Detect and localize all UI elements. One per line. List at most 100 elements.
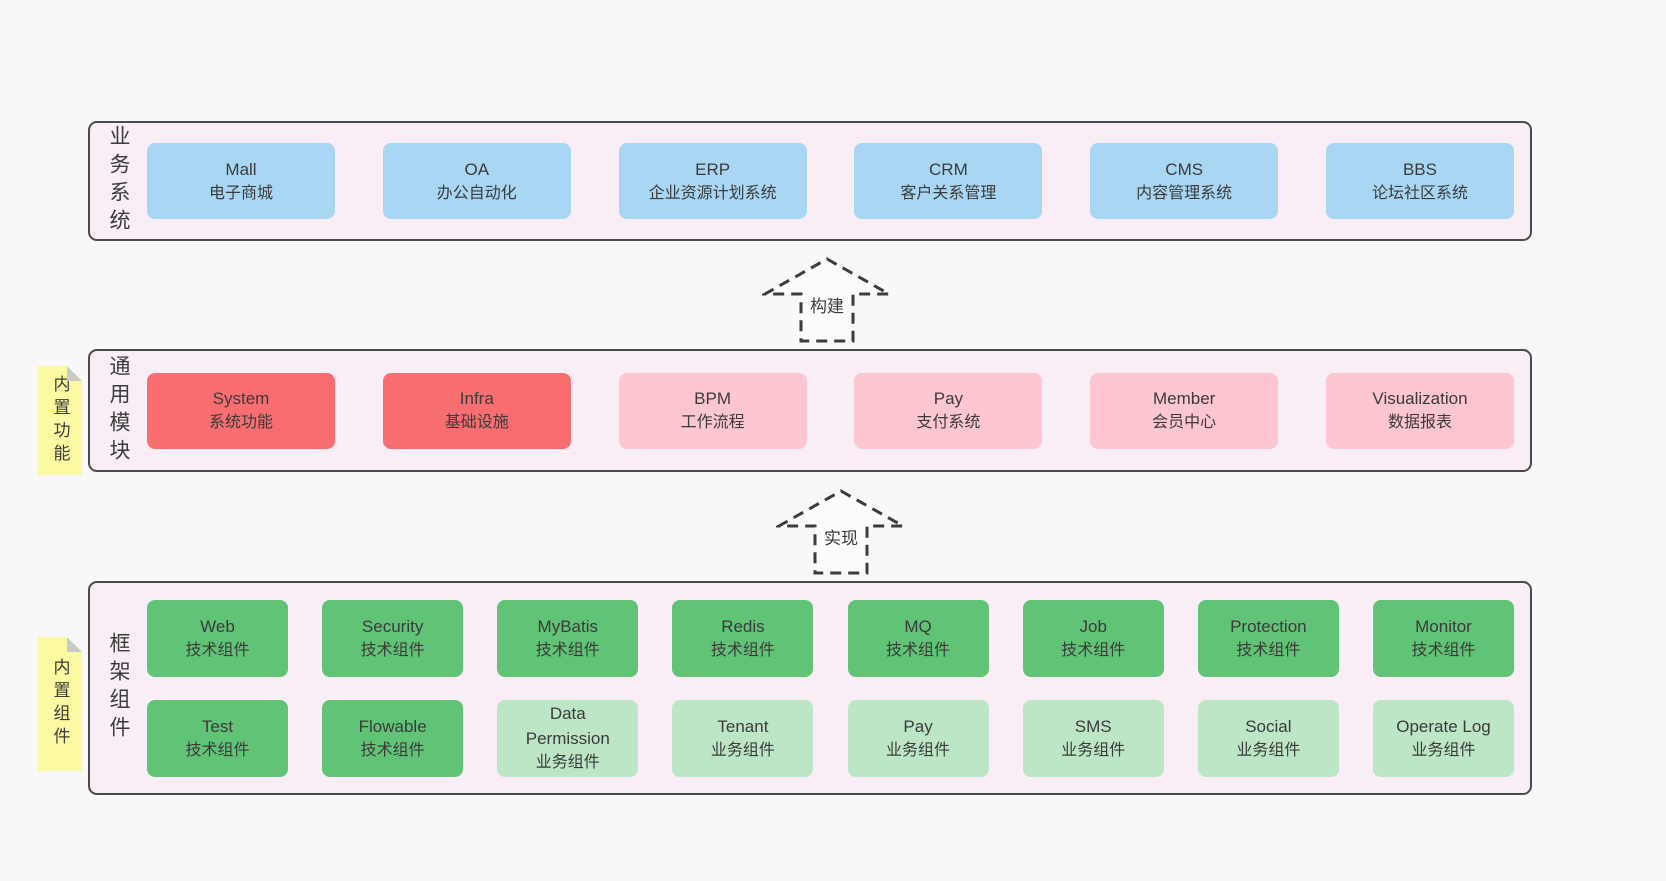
component-box: BBS 论坛社区系统 (1325, 143, 1514, 219)
component-box: CRM 客户关系管理 (854, 143, 1043, 219)
component-box: Monitor 技术组件 (1372, 599, 1514, 677)
component-subtitle: 客户关系管理 (900, 184, 997, 202)
component-subtitle: 技术组件 (886, 641, 951, 659)
component-box: MyBatis 技术组件 (497, 599, 639, 677)
component-name: OA (464, 159, 490, 179)
layer-label-text: 通用模块 (107, 354, 130, 467)
component-name: CMS (1165, 159, 1204, 179)
component-subtitle: 数据报表 (1387, 414, 1452, 431)
component-name: SMS (1074, 716, 1112, 736)
component-name: MyBatis (537, 616, 599, 636)
framework-components-content: Web 技术组件 Security 技术组件 MyBatis 技术组件 Redi… (147, 583, 1530, 793)
component-box: SMS 业务组件 (1022, 699, 1164, 777)
component-subtitle: 业务组件 (1411, 741, 1476, 759)
component-name: Security (361, 616, 424, 636)
layer-label-business-systems: 业务系统 (90, 123, 147, 239)
component-box: Web 技术组件 (147, 599, 288, 677)
component-subtitle: 技术组件 (185, 741, 250, 759)
component-name: Protection (1230, 616, 1307, 636)
component-box: Infra 基础设施 (382, 372, 571, 449)
component-name: Infra (459, 389, 494, 408)
component-name: Operate Log (1396, 716, 1491, 736)
component-subtitle: 技术组件 (1236, 641, 1301, 659)
component-box: ERP 企业资源计划系统 (618, 143, 807, 219)
layer-label-text: 业务系统 (107, 125, 130, 237)
folded-corner-icon (67, 366, 82, 381)
sticky-note-built-in-components: 内置组件 (38, 637, 82, 771)
box-row: Web 技术组件 Security 技术组件 MyBatis 技术组件 Redi… (147, 599, 1514, 677)
component-subtitle: 技术组件 (710, 641, 775, 659)
component-subtitle: 业务组件 (1236, 741, 1301, 759)
component-box: Mall 电子商城 (147, 143, 335, 219)
component-name: Visualization (1372, 389, 1468, 408)
component-subtitle: 办公自动化 (436, 184, 517, 202)
component-subtitle: 基础设施 (444, 414, 509, 431)
build-arrow: 构建 (762, 256, 892, 344)
component-box: MQ 技术组件 (847, 599, 989, 677)
component-name: CRM (929, 159, 968, 179)
component-box: Flowable 技术组件 (322, 699, 464, 777)
component-subtitle: 内容管理系统 (1136, 184, 1233, 202)
component-subtitle: 系统功能 (208, 414, 273, 431)
component-box: Protection 技术组件 (1197, 599, 1339, 677)
sticky-note-text: 内置组件 (50, 658, 70, 750)
component-name: Flowable (358, 716, 427, 736)
component-name: Test (201, 716, 234, 736)
layer-label-framework-components: 框架组件 (90, 583, 147, 793)
component-name: Mall (225, 159, 257, 179)
component-box: System 系统功能 (147, 372, 335, 449)
component-subtitle: 业务组件 (886, 741, 951, 759)
component-subtitle: 支付系统 (916, 414, 981, 431)
component-box: Job 技术组件 (1022, 599, 1164, 677)
layer-panel-framework-components: 框架组件 Web 技术组件 Security 技术组件 MyBatis 技术组件… (88, 581, 1532, 795)
component-name: Social (1245, 716, 1292, 736)
component-box: Redis 技术组件 (672, 599, 814, 677)
folded-corner-icon (67, 637, 82, 652)
component-box: Test 技术组件 (147, 699, 288, 777)
component-box: Data Permission 业务组件 (497, 699, 639, 777)
component-box: Member 会员中心 (1090, 372, 1279, 449)
implement-arrow: 实现 (776, 488, 906, 576)
component-subtitle: 技术组件 (360, 641, 425, 659)
component-subtitle: 企业资源计划系统 (648, 184, 777, 202)
component-box: Operate Log 业务组件 (1372, 699, 1514, 777)
component-name: Web (200, 616, 235, 636)
component-box: Security 技术组件 (322, 599, 464, 677)
component-subtitle: 工作流程 (680, 414, 745, 431)
box-row: Test 技术组件 Flowable 技术组件 Data Permission … (147, 699, 1514, 777)
component-name: Redis (721, 616, 765, 636)
component-name: BPM (694, 389, 732, 408)
component-subtitle: 技术组件 (1411, 641, 1476, 659)
component-subtitle: 论坛社区系统 (1371, 184, 1468, 202)
component-box: Social 业务组件 (1197, 699, 1339, 777)
component-box: OA 办公自动化 (382, 143, 571, 219)
build-arrow-label: 构建 (807, 292, 847, 317)
component-subtitle: 技术组件 (1061, 641, 1126, 659)
component-subtitle: 会员中心 (1152, 414, 1217, 431)
layer-label-text: 框架组件 (107, 632, 130, 744)
component-subtitle: 技术组件 (535, 641, 600, 659)
component-subtitle: 业务组件 (535, 754, 600, 771)
box-row: Mall 电子商城 OA 办公自动化 ERP 企业资源计划系统 CRM 客户关系… (147, 143, 1514, 219)
component-name: Pay (933, 389, 964, 408)
component-name: Data Permission (525, 704, 610, 748)
component-subtitle: 业务组件 (710, 741, 775, 759)
component-subtitle: 电子商城 (208, 184, 273, 202)
component-name: Job (1079, 616, 1107, 636)
component-name: Member (1153, 389, 1216, 408)
component-subtitle: 技术组件 (360, 741, 425, 759)
component-name: MQ (904, 616, 932, 636)
common-modules-content: System 系统功能 Infra 基础设施 BPM 工作流程 Pay 支付系统… (147, 351, 1530, 470)
component-box: CMS 内容管理系统 (1090, 143, 1279, 219)
component-box: BPM 工作流程 (618, 372, 807, 449)
sticky-note-built-in-features: 内置功能 (38, 366, 82, 475)
component-box: Tenant 业务组件 (672, 699, 814, 777)
component-box: Pay 支付系统 (854, 372, 1043, 449)
sticky-note-text: 内置功能 (50, 374, 70, 467)
business-systems-content: Mall 电子商城 OA 办公自动化 ERP 企业资源计划系统 CRM 客户关系… (147, 123, 1530, 239)
component-name: Tenant (717, 716, 769, 736)
component-box: Pay 业务组件 (847, 699, 989, 777)
layer-label-common-modules: 通用模块 (90, 351, 147, 470)
component-name: Monitor (1415, 616, 1472, 636)
